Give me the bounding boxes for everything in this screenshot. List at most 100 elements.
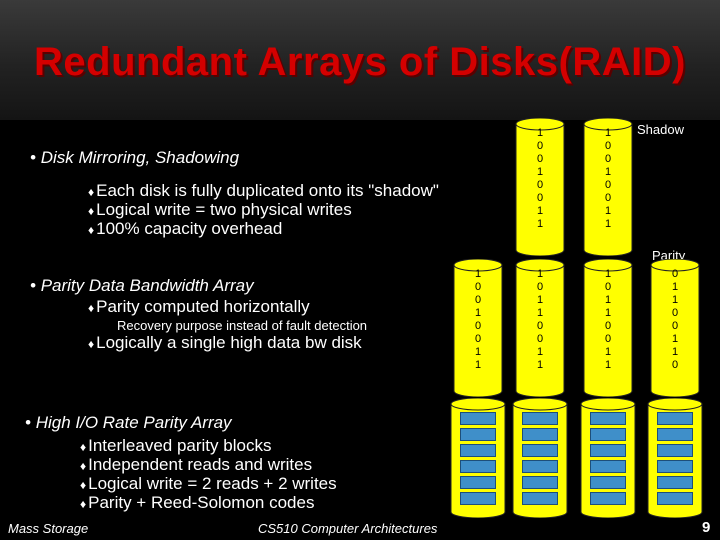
bit: 0 bbox=[671, 320, 679, 332]
io-disk bbox=[512, 398, 568, 518]
data-block bbox=[522, 460, 558, 473]
data-block bbox=[460, 476, 496, 489]
bullet: ♦Logically a single high data bw disk bbox=[88, 333, 362, 352]
data-block bbox=[460, 428, 496, 441]
data-block bbox=[657, 412, 693, 425]
footer-center: CS510 Computer Architectures bbox=[258, 521, 438, 536]
bit: 1 bbox=[604, 166, 612, 178]
bit: 1 bbox=[671, 294, 679, 306]
data-block bbox=[460, 412, 496, 425]
bit: 0 bbox=[536, 192, 544, 204]
data-block bbox=[590, 428, 626, 441]
data-block bbox=[657, 460, 693, 473]
data-block bbox=[522, 476, 558, 489]
data-block bbox=[590, 476, 626, 489]
data-block bbox=[657, 476, 693, 489]
bit: 0 bbox=[604, 153, 612, 165]
bit: 1 bbox=[604, 307, 612, 319]
bullet: ♦100% capacity overhead bbox=[88, 219, 283, 238]
bit: 0 bbox=[671, 359, 679, 371]
bit: 1 bbox=[604, 268, 612, 280]
data-block bbox=[522, 428, 558, 441]
bullet: ♦Interleaved parity blocks bbox=[80, 436, 272, 455]
bit: 0 bbox=[536, 179, 544, 191]
bit: 1 bbox=[671, 333, 679, 345]
data-block bbox=[522, 444, 558, 457]
bit: 1 bbox=[536, 127, 544, 139]
bit: 0 bbox=[671, 268, 679, 280]
io-disk bbox=[647, 398, 703, 518]
bit: 1 bbox=[536, 307, 544, 319]
bit: 1 bbox=[604, 359, 612, 371]
data-block bbox=[590, 444, 626, 457]
bullet: ♦Logical write = two physical writes bbox=[88, 200, 352, 219]
data-block bbox=[522, 492, 558, 505]
data-block bbox=[460, 444, 496, 457]
bullet: ♦Each disk is fully duplicated onto its … bbox=[88, 181, 439, 200]
bit: 1 bbox=[536, 294, 544, 306]
data-block bbox=[657, 492, 693, 505]
diamond-icon: ♦ bbox=[88, 301, 95, 315]
bit: 0 bbox=[536, 153, 544, 165]
data-block bbox=[657, 444, 693, 457]
bullet-sub: Recovery purpose instead of fault detect… bbox=[117, 318, 368, 333]
bit: 0 bbox=[604, 333, 612, 345]
bit: 0 bbox=[474, 281, 482, 293]
bit: 1 bbox=[536, 166, 544, 178]
diamond-icon: ♦ bbox=[88, 337, 95, 351]
data-block bbox=[590, 492, 626, 505]
section-heading-mirroring: • Disk Mirroring, Shadowing bbox=[30, 148, 240, 167]
bit: 0 bbox=[474, 320, 482, 332]
bit: 1 bbox=[671, 346, 679, 358]
section-heading-high-io: • High I/O Rate Parity Array bbox=[25, 413, 232, 432]
bit: 1 bbox=[474, 346, 482, 358]
bit: 1 bbox=[604, 218, 612, 230]
shadow-label: Shadow bbox=[637, 122, 684, 137]
bit: 0 bbox=[474, 333, 482, 345]
bit: 0 bbox=[604, 140, 612, 152]
data-block bbox=[590, 412, 626, 425]
bit: 1 bbox=[536, 268, 544, 280]
bit: 1 bbox=[604, 294, 612, 306]
bit: 1 bbox=[474, 359, 482, 371]
data-block bbox=[460, 492, 496, 505]
section-heading-parity-bw: • Parity Data Bandwidth Array bbox=[30, 276, 254, 295]
diamond-icon: ♦ bbox=[80, 497, 87, 511]
bit: 0 bbox=[671, 307, 679, 319]
diamond-icon: ♦ bbox=[80, 440, 87, 454]
bit: 1 bbox=[536, 359, 544, 371]
data-block bbox=[522, 412, 558, 425]
bit: 0 bbox=[604, 281, 612, 293]
bullet: ♦Independent reads and writes bbox=[80, 455, 313, 474]
bit: 1 bbox=[536, 205, 544, 217]
page-number: 9 bbox=[702, 519, 711, 536]
bullet: ♦Parity + Reed-Solomon codes bbox=[80, 493, 315, 512]
bit: 0 bbox=[536, 320, 544, 332]
bit: 0 bbox=[536, 281, 544, 293]
bit: 1 bbox=[536, 346, 544, 358]
bit: 1 bbox=[671, 281, 679, 293]
diamond-icon: ♦ bbox=[80, 478, 87, 492]
io-disk bbox=[580, 398, 636, 518]
diamond-icon: ♦ bbox=[88, 223, 95, 237]
data-block bbox=[460, 460, 496, 473]
footer-left: Mass Storage bbox=[8, 521, 89, 536]
bullet: ♦Logical write = 2 reads + 2 writes bbox=[80, 474, 337, 493]
bit: 1 bbox=[604, 346, 612, 358]
diamond-icon: ♦ bbox=[80, 459, 87, 473]
bit: 1 bbox=[604, 127, 612, 139]
bullet: ♦Parity computed horizontally bbox=[88, 297, 310, 316]
bit: 0 bbox=[474, 294, 482, 306]
data-block bbox=[657, 428, 693, 441]
